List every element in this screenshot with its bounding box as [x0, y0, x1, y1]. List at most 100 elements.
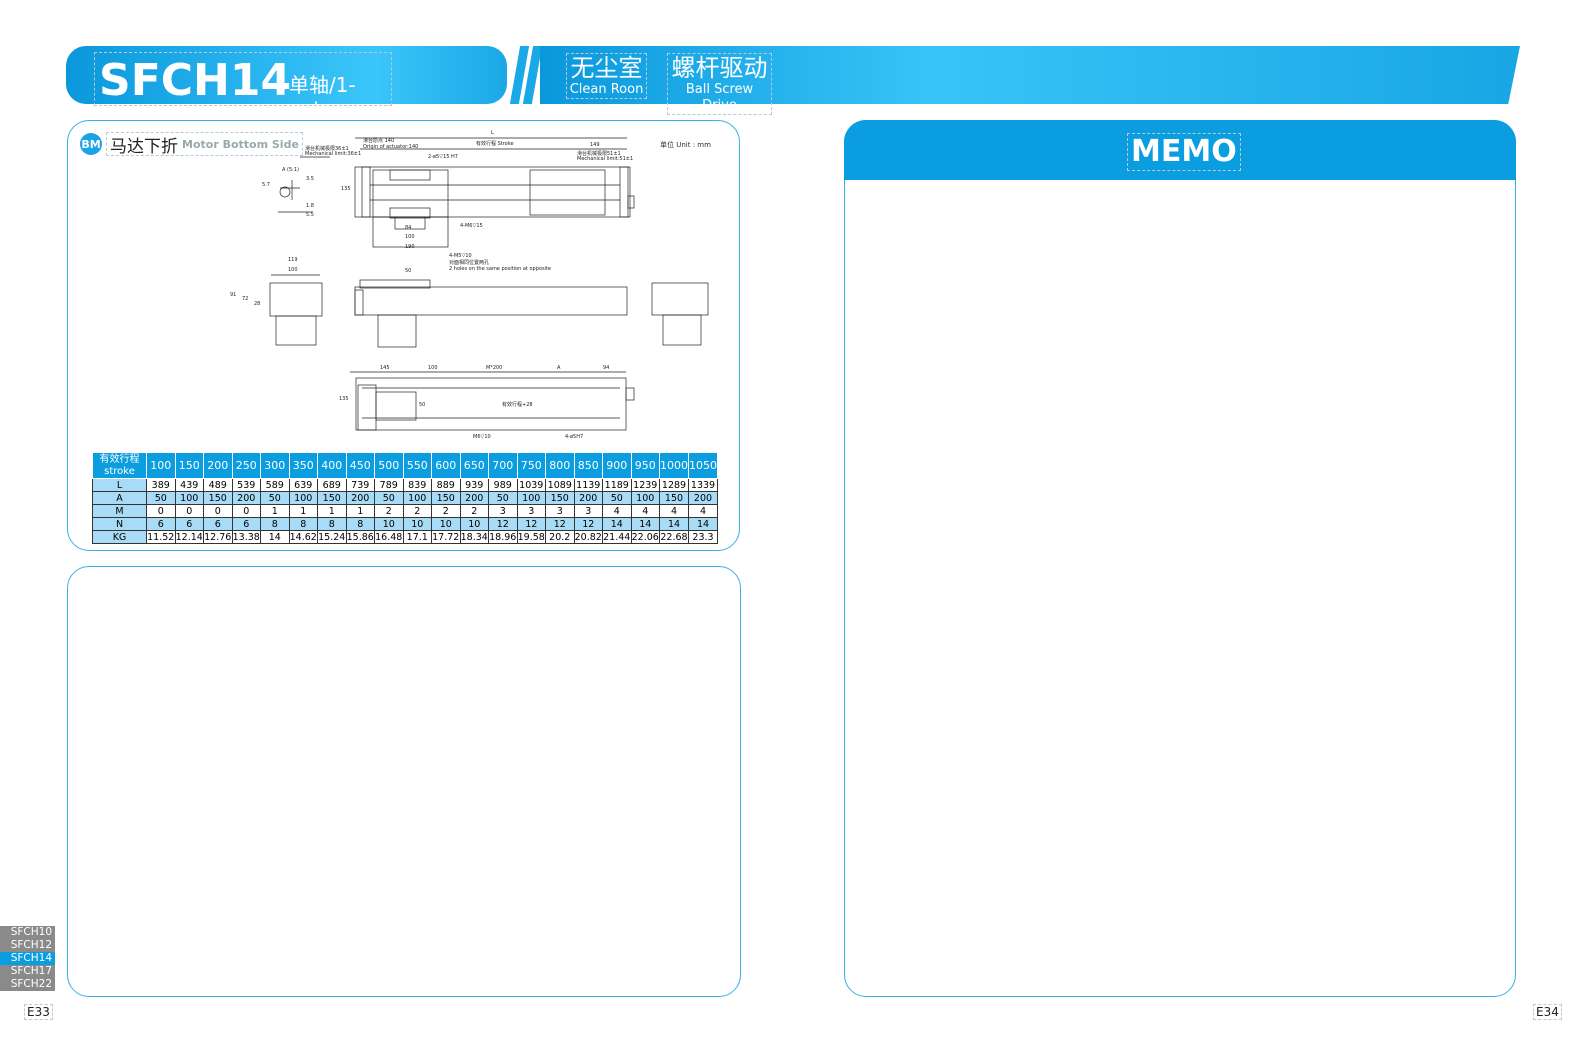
- stroke-header: 500: [374, 452, 404, 479]
- row-label: A: [92, 491, 147, 505]
- dim-label: 94: [603, 365, 609, 371]
- unit-label: 单位 Unit : mm: [660, 141, 711, 149]
- model-tab-sfch17[interactable]: SFCH17: [0, 965, 55, 978]
- row-label: KG: [92, 530, 147, 544]
- stroke-header: 150: [174, 452, 204, 479]
- table-cell: 6: [203, 517, 233, 531]
- table-cell: 14: [260, 530, 290, 544]
- table-cell: 12.14: [174, 530, 204, 544]
- table-cell: 12: [488, 517, 518, 531]
- dim-label: Mechanical limit:36±1: [305, 151, 361, 157]
- tag-clean-room: 无尘室 Clean Roon: [566, 53, 647, 99]
- table-cell: 10: [402, 517, 432, 531]
- dim-label: 28: [254, 301, 260, 307]
- table-cell: 100: [174, 491, 204, 505]
- table-cell: 739: [345, 478, 375, 492]
- table-cell: 20.82: [573, 530, 603, 544]
- tag-en: Ball Screw Drive: [685, 82, 754, 113]
- table-cell: 0: [231, 504, 261, 518]
- dim-label: 91: [230, 292, 236, 298]
- table-cell: 200: [573, 491, 603, 505]
- dim-label: M6▽10: [473, 434, 491, 440]
- blank-panel: [67, 566, 741, 997]
- dim-label: 50: [419, 402, 425, 408]
- table-cell: 10: [374, 517, 404, 531]
- dim-label: 滑台机械极限36±1: [305, 145, 349, 152]
- table-cell: 150: [203, 491, 233, 505]
- table-cell: 19.58: [516, 530, 546, 544]
- table-cell: 150: [545, 491, 575, 505]
- table-cell: 150: [431, 491, 461, 505]
- table-cell: 17.1: [402, 530, 432, 544]
- bottom-view: [350, 371, 635, 431]
- table-cell: 1: [317, 504, 347, 518]
- table-cell: 1: [260, 504, 290, 518]
- table-cell: 12: [516, 517, 546, 531]
- table-cell: 14.62: [288, 530, 318, 544]
- dim-label: 1.8: [306, 203, 314, 209]
- product-title: SFCH14 单轴/1-axis: [94, 52, 392, 122]
- table-cell: 839: [402, 478, 432, 492]
- table-cell: 8: [345, 517, 375, 531]
- dim-label: 4-ø5H7: [565, 434, 583, 440]
- model-subtitle: 单轴/1-axis: [289, 73, 356, 122]
- dim-label: 135: [341, 186, 351, 192]
- table-cell: 639: [288, 478, 318, 492]
- table-cell: 1: [288, 504, 318, 518]
- table-cell: 1139: [573, 478, 603, 492]
- table-cell: 1339: [688, 478, 718, 492]
- table-cell: 0: [203, 504, 233, 518]
- dim-label: 50: [405, 268, 411, 274]
- dim-label: 3.5: [306, 176, 314, 182]
- table-cell: 1: [345, 504, 375, 518]
- table-cell: 13.38: [231, 530, 261, 544]
- dim-label: 100: [428, 365, 438, 371]
- stroke-header: 1050: [688, 452, 718, 479]
- model-tab-sfch22[interactable]: SFCH22: [0, 978, 55, 991]
- table-cell: 8: [260, 517, 290, 531]
- dim-label: 4-M6▽15: [460, 223, 483, 229]
- stroke-header: 450: [345, 452, 375, 479]
- table-cell: 2: [374, 504, 404, 518]
- stroke-header: 950: [630, 452, 660, 479]
- table-cell: 2: [402, 504, 432, 518]
- table-cell: 16.48: [374, 530, 404, 544]
- table-cell: 14: [688, 517, 718, 531]
- dim-label: 135: [339, 396, 349, 402]
- table-cell: 50: [146, 491, 176, 505]
- row-label: L: [92, 478, 147, 492]
- technical-drawing: L 滑台原点 140 Origin of actuator:140 有效行程 S…: [230, 130, 709, 440]
- memo-header: MEMO: [844, 120, 1516, 180]
- dim-label: A (5:1): [282, 167, 299, 173]
- stroke-header: 300: [260, 452, 290, 479]
- table-cell: 21.44: [602, 530, 632, 544]
- model-tab-sfch14[interactable]: SFCH14: [0, 952, 55, 965]
- model-tab-sfch10[interactable]: SFCH10: [0, 926, 55, 939]
- table-cell: 20.2: [545, 530, 575, 544]
- table-cell: 2: [431, 504, 461, 518]
- dim-label: 149: [590, 142, 600, 148]
- table-cell: 23.3: [688, 530, 718, 544]
- model-name: SFCH14: [99, 55, 292, 106]
- model-tab-sfch12[interactable]: SFCH12: [0, 939, 55, 952]
- table-cell: 18.34: [459, 530, 489, 544]
- table-cell: 50: [488, 491, 518, 505]
- table-cell: 6: [231, 517, 261, 531]
- row-label: N: [92, 517, 147, 531]
- dim-label: 有效行程+28: [502, 401, 533, 408]
- table-cell: 100: [288, 491, 318, 505]
- table-cell: 200: [231, 491, 261, 505]
- table-cell: 539: [231, 478, 261, 492]
- table-cell: 14: [630, 517, 660, 531]
- table-cell: 1039: [516, 478, 546, 492]
- table-cell: 689: [317, 478, 347, 492]
- table-cell: 14: [602, 517, 632, 531]
- tag-cn: 无尘室: [570, 54, 643, 82]
- header-banner-left: [66, 46, 507, 104]
- page-number-right: E34: [1533, 1004, 1562, 1020]
